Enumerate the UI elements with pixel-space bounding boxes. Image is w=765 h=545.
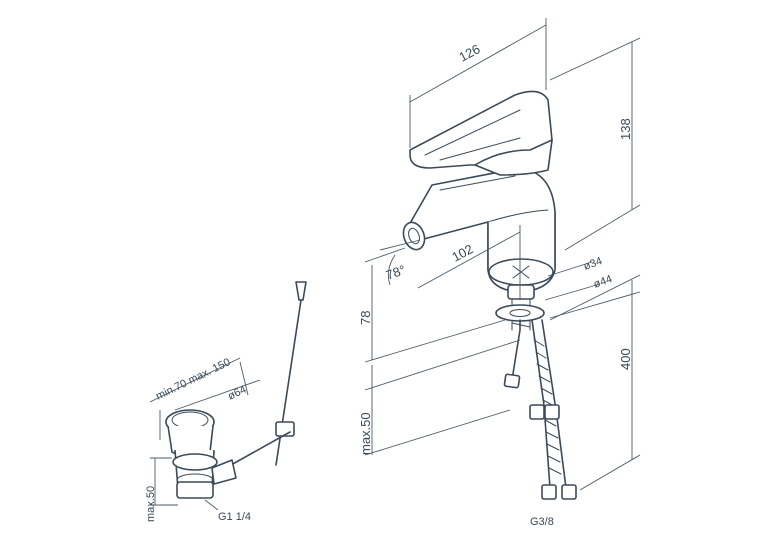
dim-drain-range: min.70 max. 150	[154, 356, 232, 402]
dim-height-138: 138	[618, 118, 633, 140]
label-hose-thread: G3/8	[530, 516, 554, 528]
dim-drain-max50: max.50	[145, 486, 157, 522]
dim-dia-44: ø44	[592, 273, 614, 291]
dim-height-78: 78	[358, 311, 373, 325]
dim-drain-dia-64: ø64	[226, 384, 248, 403]
dim-angle-78: 78°	[384, 262, 408, 283]
label-drain-thread: G1 1/4	[218, 511, 251, 523]
dim-reach-102: 102	[449, 241, 475, 264]
mixer-dimensions	[364, 18, 641, 491]
dim-width-126: 126	[456, 41, 482, 64]
drain-dimensions	[149, 357, 261, 511]
dim-dia-34: ø34	[582, 255, 604, 273]
dim-max50-mixer: max.50	[358, 412, 373, 455]
mixer-fixing	[495, 284, 577, 500]
mixer-body	[402, 90, 556, 293]
drain-assembly	[165, 281, 307, 499]
dim-hose-400: 400	[618, 348, 633, 370]
